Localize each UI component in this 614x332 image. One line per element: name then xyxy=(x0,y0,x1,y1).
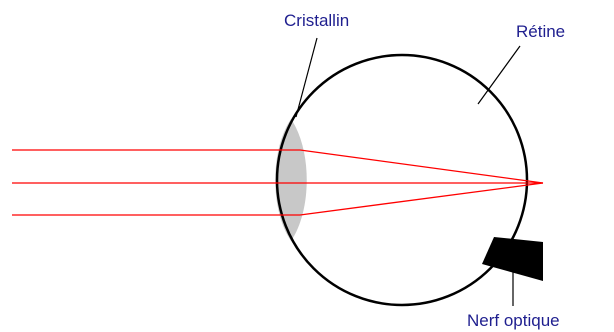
optic-nerve xyxy=(482,237,543,281)
refracted-ray-bottom xyxy=(299,182,544,216)
retina-leader-line xyxy=(477,45,521,105)
incoming-light-rays xyxy=(12,149,543,216)
refracted-ray-top xyxy=(299,149,544,184)
optic-nerve-label: Nerf optique xyxy=(467,311,560,330)
retina-label: Rétine xyxy=(516,22,565,41)
refracted-light-rays xyxy=(299,149,544,216)
crystalline-lens xyxy=(275,119,307,241)
lens-leader-line xyxy=(295,37,318,118)
label-leader-lines xyxy=(295,37,521,306)
lens-label: Cristallin xyxy=(284,11,349,30)
eyeball-outline xyxy=(275,53,529,307)
